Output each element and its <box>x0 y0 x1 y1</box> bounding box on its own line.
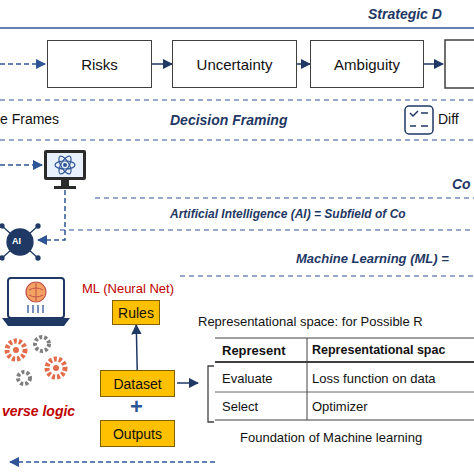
dashed-arrow <box>10 461 215 463</box>
outgoing-arrow <box>424 63 443 65</box>
table-rule <box>215 337 474 338</box>
atom-orbit <box>57 154 74 175</box>
flow-arrow <box>136 325 138 370</box>
atom-orbit <box>55 161 75 169</box>
gear <box>35 337 49 351</box>
table-cell: Loss function on data <box>312 371 436 387</box>
icon-text: AI <box>12 236 21 247</box>
table-caption: Foundation of Machine learning <box>240 430 422 446</box>
box-text: Uncertainty <box>197 56 273 73</box>
dashed-arrow <box>0 164 42 166</box>
gear-icons <box>7 337 65 384</box>
box-text: Rules <box>118 305 154 321</box>
flow-arrow <box>152 63 172 65</box>
table-rule <box>215 419 474 420</box>
box-text: Outputs <box>113 426 162 442</box>
laptop-icon <box>2 278 70 326</box>
gear <box>7 341 25 359</box>
brain-folds <box>29 283 43 301</box>
computer-icon <box>44 150 86 189</box>
bracket <box>208 366 214 422</box>
table-rule <box>307 338 308 420</box>
ai-icon <box>0 224 40 260</box>
cropped-text: e Frames <box>0 111 59 128</box>
process-box: Ambiguity <box>310 40 424 88</box>
section-heading: Decision Framing <box>170 112 287 129</box>
table-arrow <box>177 382 198 384</box>
section-rules <box>0 28 474 276</box>
ml-box: Rules <box>112 300 160 325</box>
box-text: Ambiguity <box>334 56 400 73</box>
monitor-base <box>54 186 76 189</box>
group-label: ML (Neural Net) <box>82 281 174 297</box>
table-cell: Evaluate <box>222 371 273 387</box>
section-heading: Machine Learning (ML) = <box>296 251 449 267</box>
dashed-divider <box>95 197 474 198</box>
section-line <box>0 27 474 29</box>
gear-hub <box>53 365 59 371</box>
circuit-dot <box>0 224 4 228</box>
monitor-frame <box>44 150 86 180</box>
atom-orbit <box>57 154 74 175</box>
dashed-divider <box>0 139 474 140</box>
table-rule <box>215 392 474 393</box>
monitor-stand <box>61 180 69 186</box>
box-text: Risks <box>81 56 118 73</box>
gear <box>18 372 30 384</box>
dashed-divider <box>0 99 474 100</box>
cropped-box <box>445 40 474 88</box>
process-box: Risks <box>47 40 152 88</box>
dashed-divider <box>180 275 474 276</box>
laptop-base <box>2 318 70 326</box>
gear-hub <box>13 347 19 353</box>
incoming-arrow <box>0 63 45 65</box>
ml-box: Outputs <box>100 420 175 447</box>
icon-marks <box>410 111 428 126</box>
section-heading: Artificial Intelligence (AI) = Subfield … <box>170 207 406 221</box>
box-text: Dataset <box>113 376 161 392</box>
circuit-dot <box>0 256 4 260</box>
cropped-text: Diff <box>438 111 459 128</box>
icon-frame <box>405 106 433 134</box>
circuit-dot <box>36 224 40 228</box>
table-rule <box>215 361 474 363</box>
table-cell: Select <box>222 399 258 415</box>
table-cell: Optimizer <box>312 399 368 415</box>
ml-box: Dataset <box>100 370 175 397</box>
section-heading: Strategic D <box>368 6 442 23</box>
circuit-lines <box>28 305 43 313</box>
brain-symbol <box>26 282 46 302</box>
monitor-screen <box>47 153 83 177</box>
emphasis-text: verse logic <box>2 403 75 420</box>
ai-chip <box>7 229 33 255</box>
table-header: Represent <box>222 343 286 359</box>
table-title: Representational space: for Possible R <box>198 314 423 330</box>
difficulty-icon <box>405 106 433 134</box>
table-header: Representational spac <box>312 343 445 358</box>
circuit-dot <box>36 256 40 260</box>
gear <box>47 359 65 377</box>
plus-sign: + <box>130 394 143 420</box>
dashed-divider <box>60 229 474 230</box>
dashed-arrow <box>38 190 65 240</box>
laptop-screen <box>8 278 64 318</box>
process-box: Uncertainty <box>172 40 297 88</box>
flow-arrows <box>0 40 474 462</box>
section-heading: Co <box>452 176 471 193</box>
flow-arrow <box>297 63 310 65</box>
table-grid <box>208 338 474 422</box>
atom-core <box>63 163 67 167</box>
